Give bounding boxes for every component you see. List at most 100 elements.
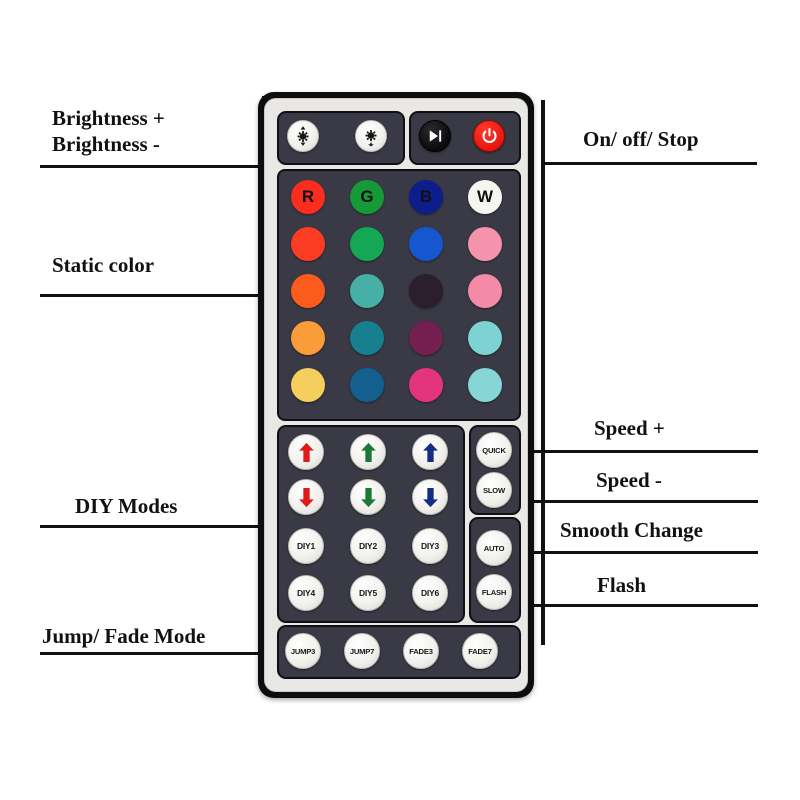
callout-diy-modes: DIY Modes [75, 494, 178, 518]
fade7-button[interactable]: FADE7 [462, 633, 498, 669]
remote-faceplate: R G B W [264, 98, 528, 692]
color-button-r2c1[interactable] [291, 227, 325, 261]
diy4-button[interactable]: DIY4 [288, 575, 324, 611]
arrow-up-blue-button[interactable] [412, 434, 448, 470]
diy6-button[interactable]: DIY6 [412, 575, 448, 611]
color-button-r-label: R [301, 187, 315, 206]
leader-line-speed-plus [498, 450, 758, 453]
color-button-r5c2[interactable] [350, 368, 384, 402]
jump7-button[interactable]: JUMP7 [344, 633, 380, 669]
auto-button[interactable]: AUTO [476, 530, 512, 566]
arrow-up-blue-icon [422, 442, 439, 463]
color-button-r4c4[interactable] [468, 321, 502, 355]
callout-on-off-stop: On/ off/ Stop [583, 127, 699, 151]
color-button-r3c1[interactable] [291, 274, 325, 308]
fade7-label: FADE7 [468, 646, 492, 656]
speed-button-group: QUICK SLOW [469, 425, 521, 515]
jump-fade-group: JUMP3 JUMP7 FADE3 FADE7 [277, 625, 521, 679]
color-button-r4c3[interactable] [409, 321, 443, 355]
brightness-up-icon [292, 125, 314, 147]
arrow-down-red-button[interactable] [288, 479, 324, 515]
callout-static-color: Static color [52, 253, 155, 277]
color-button-g-label: G [360, 187, 374, 206]
diy-modes-group: DIY1 DIY2 DIY3 DIY4 DIY5 DIY6 [277, 425, 465, 623]
play-pause-button[interactable] [419, 120, 451, 152]
color-button-r4c2[interactable] [350, 321, 384, 355]
diy5-button[interactable]: DIY5 [350, 575, 386, 611]
power-icon [480, 127, 499, 146]
leader-line-on-off-stop [541, 162, 757, 165]
diy4-label: DIY4 [296, 588, 316, 598]
quick-label: QUICK [482, 445, 506, 455]
color-button-r5c1[interactable] [291, 368, 325, 402]
callout-brightness-line1: Brightness + [52, 106, 165, 130]
slow-label: SLOW [483, 485, 505, 495]
color-button-g[interactable]: G [350, 180, 384, 214]
color-button-r2c3[interactable] [409, 227, 443, 261]
color-button-r3c3[interactable] [409, 274, 443, 308]
diy2-label: DIY2 [358, 541, 378, 551]
brightness-down-button[interactable] [355, 120, 387, 152]
arrow-down-blue-button[interactable] [412, 479, 448, 515]
diy5-label: DIY5 [358, 588, 378, 598]
leader-line-smooth-change [498, 551, 758, 554]
callout-flash: Flash [597, 573, 647, 597]
brightness-up-button[interactable] [287, 120, 319, 152]
mode-button-group: AUTO FLASH [469, 517, 521, 623]
jump7-label: JUMP7 [349, 646, 375, 656]
flash-button[interactable]: FLASH [476, 574, 512, 610]
arrow-down-blue-icon [422, 487, 439, 508]
arrow-down-red-icon [298, 487, 315, 508]
arrow-up-red-icon [298, 442, 315, 463]
callout-smooth-change: Smooth Change [560, 518, 703, 542]
arrow-down-green-icon [360, 487, 377, 508]
power-button-group [409, 111, 521, 165]
play-pause-icon [426, 127, 444, 145]
color-button-r3c2[interactable] [350, 274, 384, 308]
diy2-button[interactable]: DIY2 [350, 528, 386, 564]
diy1-label: DIY1 [296, 541, 316, 551]
diy3-button[interactable]: DIY3 [412, 528, 448, 564]
diy3-label: DIY3 [420, 541, 440, 551]
fade3-label: FADE3 [409, 646, 433, 656]
arrow-up-red-button[interactable] [288, 434, 324, 470]
flash-label: FLASH [481, 587, 507, 597]
leader-line-speed-minus [498, 500, 758, 503]
leader-line-brightness [40, 165, 264, 168]
static-color-grid: R G B W [277, 169, 521, 421]
color-button-r5c4[interactable] [468, 368, 502, 402]
callout-speed-plus: Speed + [594, 416, 665, 440]
diy1-button[interactable]: DIY1 [288, 528, 324, 564]
jump3-button[interactable]: JUMP3 [285, 633, 321, 669]
color-button-w-label: W [476, 187, 494, 206]
remote-control-body: R G B W [258, 92, 534, 698]
fade3-button[interactable]: FADE3 [403, 633, 439, 669]
diy6-label: DIY6 [420, 588, 440, 598]
color-button-b-label: B [419, 187, 433, 206]
brightness-down-icon [360, 125, 382, 147]
color-button-r2c2[interactable] [350, 227, 384, 261]
callout-brightness-line2: Brightness - [52, 132, 160, 157]
slow-button[interactable]: SLOW [476, 472, 512, 508]
color-button-r[interactable]: R [291, 180, 325, 214]
auto-label: AUTO [483, 543, 505, 553]
quick-button[interactable]: QUICK [476, 432, 512, 468]
callout-speed-minus: Speed - [596, 468, 662, 492]
leader-line-jump-fade [40, 652, 264, 655]
brightness-button-group [277, 111, 405, 165]
arrow-down-green-button[interactable] [350, 479, 386, 515]
color-button-w[interactable]: W [468, 180, 502, 214]
power-button[interactable] [473, 120, 505, 152]
color-button-r5c3[interactable] [409, 368, 443, 402]
arrow-up-green-button[interactable] [350, 434, 386, 470]
jump3-label: JUMP3 [290, 646, 316, 656]
leader-line-diy-modes [40, 525, 264, 528]
color-button-r2c4[interactable] [468, 227, 502, 261]
color-button-r4c1[interactable] [291, 321, 325, 355]
color-button-b[interactable]: B [409, 180, 443, 214]
leader-line-static-color [40, 294, 264, 297]
leader-line-flash [498, 604, 758, 607]
callout-jump-fade: Jump/ Fade Mode [42, 624, 206, 648]
color-button-r3c4[interactable] [468, 274, 502, 308]
